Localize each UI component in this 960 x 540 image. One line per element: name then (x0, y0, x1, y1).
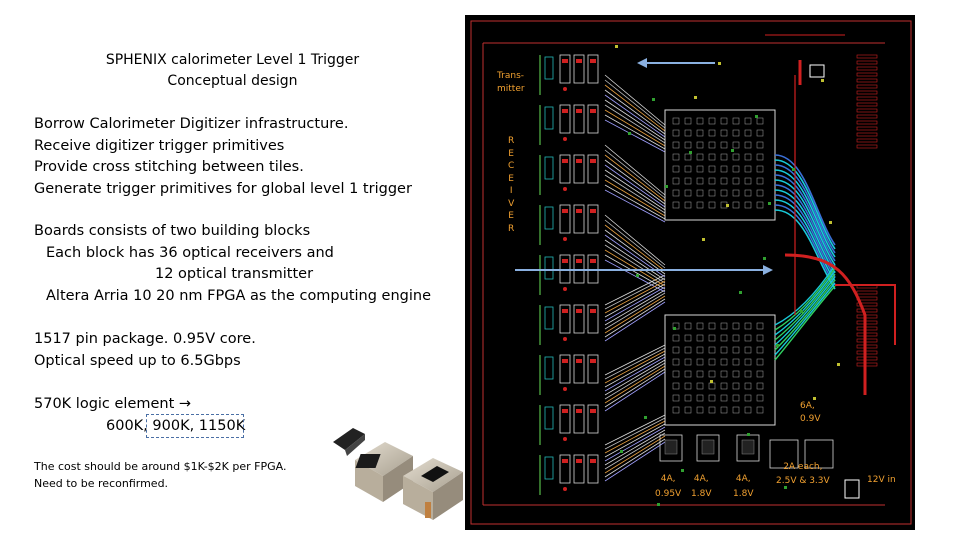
receiver-label: R E C E I V E R (508, 136, 515, 234)
bullet-line: Generate trigger primitives for global l… (34, 180, 412, 197)
bullet-line: 12 optical transmitter (155, 266, 314, 282)
bullet-line: Receive digitizer trigger primitives (34, 137, 285, 154)
power-input-label: 12V in (867, 475, 896, 485)
note-line: Need to be reconfirmed. (34, 477, 169, 490)
bullet-line: 1517 pin package. 0.95V core. (34, 331, 256, 347)
bullet-line: Borrow Calorimeter Digitizer infrastruct… (34, 116, 349, 132)
logic-option-900k-1150k: 900K, 1150K (152, 417, 246, 434)
slide-title: SPHENIX calorimeter Level 1 Trigger Conc… (0, 50, 465, 92)
logic-element-text: 570K logic element (34, 396, 179, 412)
logic-element-block: 570K logic element → 600K, 900K, 1150K (34, 394, 245, 437)
title-line-2: Conceptual design (167, 73, 298, 89)
note-line: The cost should be around $1K-$2K per FP… (34, 460, 287, 473)
right-arrow-icon: → (178, 396, 192, 412)
transmitter-label: Trans- mitter (497, 71, 525, 94)
logic-option-600k: 600K, (106, 417, 148, 434)
bullet-line: Each block has 36 optical receivers and (46, 244, 334, 261)
title-line-1: SPHENIX calorimeter Level 1 Trigger (105, 52, 360, 68)
power-label-18v-a: 4A, 1.8V (691, 474, 712, 499)
power-label-25v-33v: 2A each, 2.5V & 3.3V (776, 462, 830, 486)
infrastructure-block: Borrow Calorimeter Digitizer infrastruct… (34, 114, 412, 200)
bullet-line: Provide cross stitching between tiles. (34, 159, 304, 175)
power-label-09v: 6A, 0.9V (800, 401, 821, 424)
pcb-layout-image: Trans- mitter R E C E I V E R 4A, 0.95V … (465, 15, 915, 530)
power-label-095v: 4A, 0.95V (655, 474, 682, 499)
bullet-line: Boards consists of two building blocks (34, 223, 311, 239)
power-label-18v-b: 4A, 1.8V (733, 474, 754, 499)
building-blocks-block: Boards consists of two building blocks E… (34, 221, 431, 307)
pcb-board-drawing (465, 15, 915, 530)
cost-note: The cost should be around $1K-$2K per FP… (34, 458, 286, 492)
package-block: 1517 pin package. 0.95V core. Optical sp… (34, 329, 256, 372)
dashed-highlight-box (146, 414, 244, 438)
bullet-line: Optical speed up to 6.5Gbps (34, 352, 241, 369)
bullet-line: Altera Arria 10 20 nm FPGA as the comput… (46, 287, 432, 304)
fpga-socket-photo (333, 428, 463, 520)
